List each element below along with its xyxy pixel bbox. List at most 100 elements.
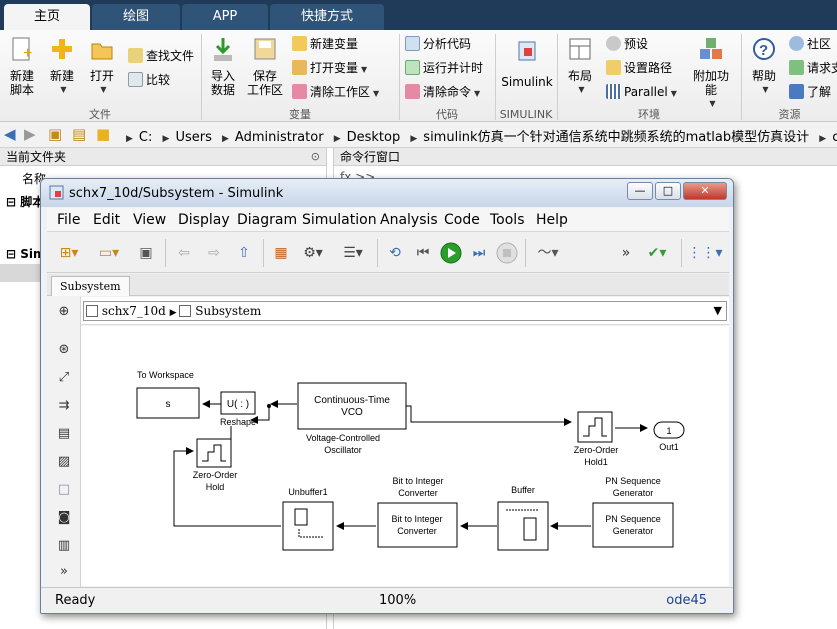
- run-play-icon[interactable]: [439, 241, 463, 265]
- menu-analysis[interactable]: Analysis: [380, 212, 438, 228]
- status-solver[interactable]: ode45: [666, 593, 707, 608]
- hardware-settings-icon[interactable]: ⋮⋮▾: [687, 245, 723, 261]
- tab-plots[interactable]: 绘图: [92, 4, 180, 30]
- fit-to-view-icon[interactable]: ⤢: [58, 370, 70, 385]
- open-model-icon[interactable]: ▭▾: [98, 245, 120, 261]
- breadcrumb-item[interactable]: Users: [175, 130, 212, 145]
- pn-sequence-generator-block[interactable]: PN Sequence Generator PN Sequence Genera…: [592, 476, 674, 548]
- browse-folder-icon[interactable]: ▤: [72, 125, 87, 143]
- breadcrumb-model[interactable]: schx7_10d: [101, 304, 166, 318]
- menu-tools[interactable]: Tools: [490, 212, 525, 228]
- to-workspace-block[interactable]: To Workspace s: [136, 370, 200, 419]
- bit-to-integer-block[interactable]: Bit to Integer Converter Bit to Integer …: [377, 476, 458, 548]
- refresh-icon[interactable]: ⟲: [389, 245, 401, 261]
- import-data-button[interactable]: 导入 数据: [205, 36, 241, 97]
- annotation-icon[interactable]: ▤: [57, 426, 71, 441]
- data-inspector-icon[interactable]: 〜▾: [537, 245, 559, 261]
- forward-arrow-icon[interactable]: ▶: [24, 125, 36, 143]
- model-config-gear-icon[interactable]: ⚙▾: [303, 245, 323, 261]
- panel-menu-icon[interactable]: ⊙: [310, 150, 320, 163]
- close-button[interactable]: ✕: [683, 182, 727, 200]
- breadcrumb-item[interactable]: Desktop: [346, 130, 401, 145]
- diagram-canvas[interactable]: To Workspace s U( : ) Reshape Continuous…: [81, 326, 729, 586]
- reshape-block[interactable]: U( : ) Reshape: [220, 391, 256, 427]
- community-button[interactable]: 社区: [789, 34, 831, 54]
- save-workspace-button[interactable]: 保存 工作区: [245, 36, 285, 97]
- parallel-button[interactable]: Parallel▼: [606, 82, 677, 102]
- new-script-button[interactable]: + 新建 脚本: [4, 36, 40, 97]
- tab-subsystem[interactable]: Subsystem: [51, 276, 130, 296]
- maximize-button[interactable]: □: [655, 182, 681, 200]
- stop-icon[interactable]: [495, 241, 519, 265]
- more-toolbar-icon[interactable]: »: [621, 245, 631, 261]
- menu-simulation[interactable]: Simulation: [302, 212, 377, 228]
- hide-explorer-icon[interactable]: ⊕: [58, 304, 70, 319]
- model-explorer-icon[interactable]: ☰▾: [343, 245, 363, 261]
- arrow-direction-icon[interactable]: ⇉: [58, 398, 70, 413]
- back-icon[interactable]: ⇦: [178, 245, 190, 261]
- zoom-icon[interactable]: ⊛: [58, 342, 70, 357]
- path-dropdown-icon[interactable]: ▼: [713, 304, 722, 317]
- help-button[interactable]: ? 帮助 ▼: [746, 36, 782, 97]
- learn-button[interactable]: 了解: [789, 82, 831, 102]
- breadcrumb-subsystem[interactable]: Subsystem: [195, 304, 262, 318]
- area-icon[interactable]: □: [57, 482, 71, 497]
- model-advisor-check-icon[interactable]: ✔▾: [647, 245, 667, 261]
- signal-line[interactable]: [250, 406, 270, 424]
- signal-line[interactable]: [406, 405, 572, 426]
- forward-icon[interactable]: ⇨: [208, 245, 220, 261]
- breadcrumb-item[interactable]: C:: [138, 130, 153, 145]
- image-icon[interactable]: ▨: [57, 454, 71, 469]
- breadcrumb-item[interactable]: simulink仿真一个针对通信系统中跳频系统的matlab模型仿真设计: [423, 130, 810, 145]
- model-path-box[interactable]: schx7_10d ▶ Subsystem ▼: [83, 301, 727, 321]
- signal-line[interactable]: [173, 447, 281, 527]
- minimize-button[interactable]: —: [627, 182, 653, 200]
- run-and-time-button[interactable]: 运行并计时: [405, 58, 483, 78]
- breadcrumb[interactable]: ▶C: ▶Users ▶Administrator ▶Desktop ▶simu…: [120, 126, 837, 145]
- open-variable-button[interactable]: 打开变量▼: [292, 58, 367, 78]
- tab-home[interactable]: 主页: [4, 4, 90, 30]
- tab-apps[interactable]: APP: [182, 4, 268, 30]
- menu-file[interactable]: File: [57, 212, 81, 228]
- model-browser-icon[interactable]: ▥: [57, 538, 71, 553]
- up-to-parent-icon[interactable]: ⇧: [238, 245, 250, 261]
- new-variable-button[interactable]: 新建变量: [292, 34, 358, 54]
- tab-shortcuts[interactable]: 快捷方式: [270, 4, 384, 30]
- up-folder-icon[interactable]: ▣: [48, 125, 63, 143]
- layout-button[interactable]: 布局 ▼: [562, 36, 598, 97]
- set-path-button[interactable]: 设置路径: [606, 58, 672, 78]
- new-model-icon[interactable]: ⊞▾: [59, 245, 79, 261]
- compare-button[interactable]: 比较: [128, 70, 170, 90]
- add-ons-button[interactable]: 附加功能 ▼: [688, 36, 734, 111]
- preferences-button[interactable]: 预设: [606, 34, 648, 54]
- clear-workspace-button[interactable]: 清除工作区▼: [292, 82, 379, 102]
- vco-block[interactable]: Continuous-Time VCO Voltage-Controlled O…: [297, 382, 407, 455]
- menu-code[interactable]: Code: [444, 212, 480, 228]
- breadcrumb-item[interactable]: code: [832, 130, 837, 145]
- menu-view[interactable]: View: [133, 212, 167, 228]
- buffer-block[interactable]: Buffer: [497, 485, 549, 551]
- section-simulink[interactable]: ⊟ Sim: [6, 247, 46, 261]
- clear-commands-button[interactable]: 清除命令▼: [405, 82, 480, 102]
- step-forward-icon[interactable]: ⏭: [472, 245, 486, 261]
- analyze-code-button[interactable]: 分析代码: [405, 34, 471, 54]
- camera-icon[interactable]: ◙: [57, 510, 71, 525]
- back-arrow-icon[interactable]: ◀: [4, 125, 16, 143]
- breadcrumb-item[interactable]: Administrator: [234, 130, 324, 145]
- open-button[interactable]: 打开 ▼: [84, 36, 120, 97]
- zero-order-hold1-block[interactable]: Zero-Order Hold1: [574, 411, 619, 467]
- menu-help[interactable]: Help: [536, 212, 568, 228]
- request-support-button[interactable]: 请求支: [789, 58, 837, 78]
- find-files-button[interactable]: 查找文件: [128, 46, 194, 66]
- simulink-title-bar[interactable]: schx7_10d/Subsystem - Simulink — □ ✕: [41, 179, 733, 207]
- library-browser-icon[interactable]: ▦: [274, 245, 288, 261]
- status-zoom[interactable]: 100%: [379, 593, 417, 608]
- menu-edit[interactable]: Edit: [93, 212, 121, 228]
- out1-port[interactable]: 1 Out1: [653, 421, 685, 452]
- new-button[interactable]: 新建 ▼: [44, 36, 80, 97]
- step-back-icon[interactable]: ⏮: [416, 245, 430, 261]
- section-scripts[interactable]: ⊟ 脚本: [6, 193, 44, 210]
- save-icon[interactable]: ▣: [139, 245, 153, 261]
- menu-display[interactable]: Display: [178, 212, 230, 228]
- expand-palette-icon[interactable]: »: [60, 564, 68, 579]
